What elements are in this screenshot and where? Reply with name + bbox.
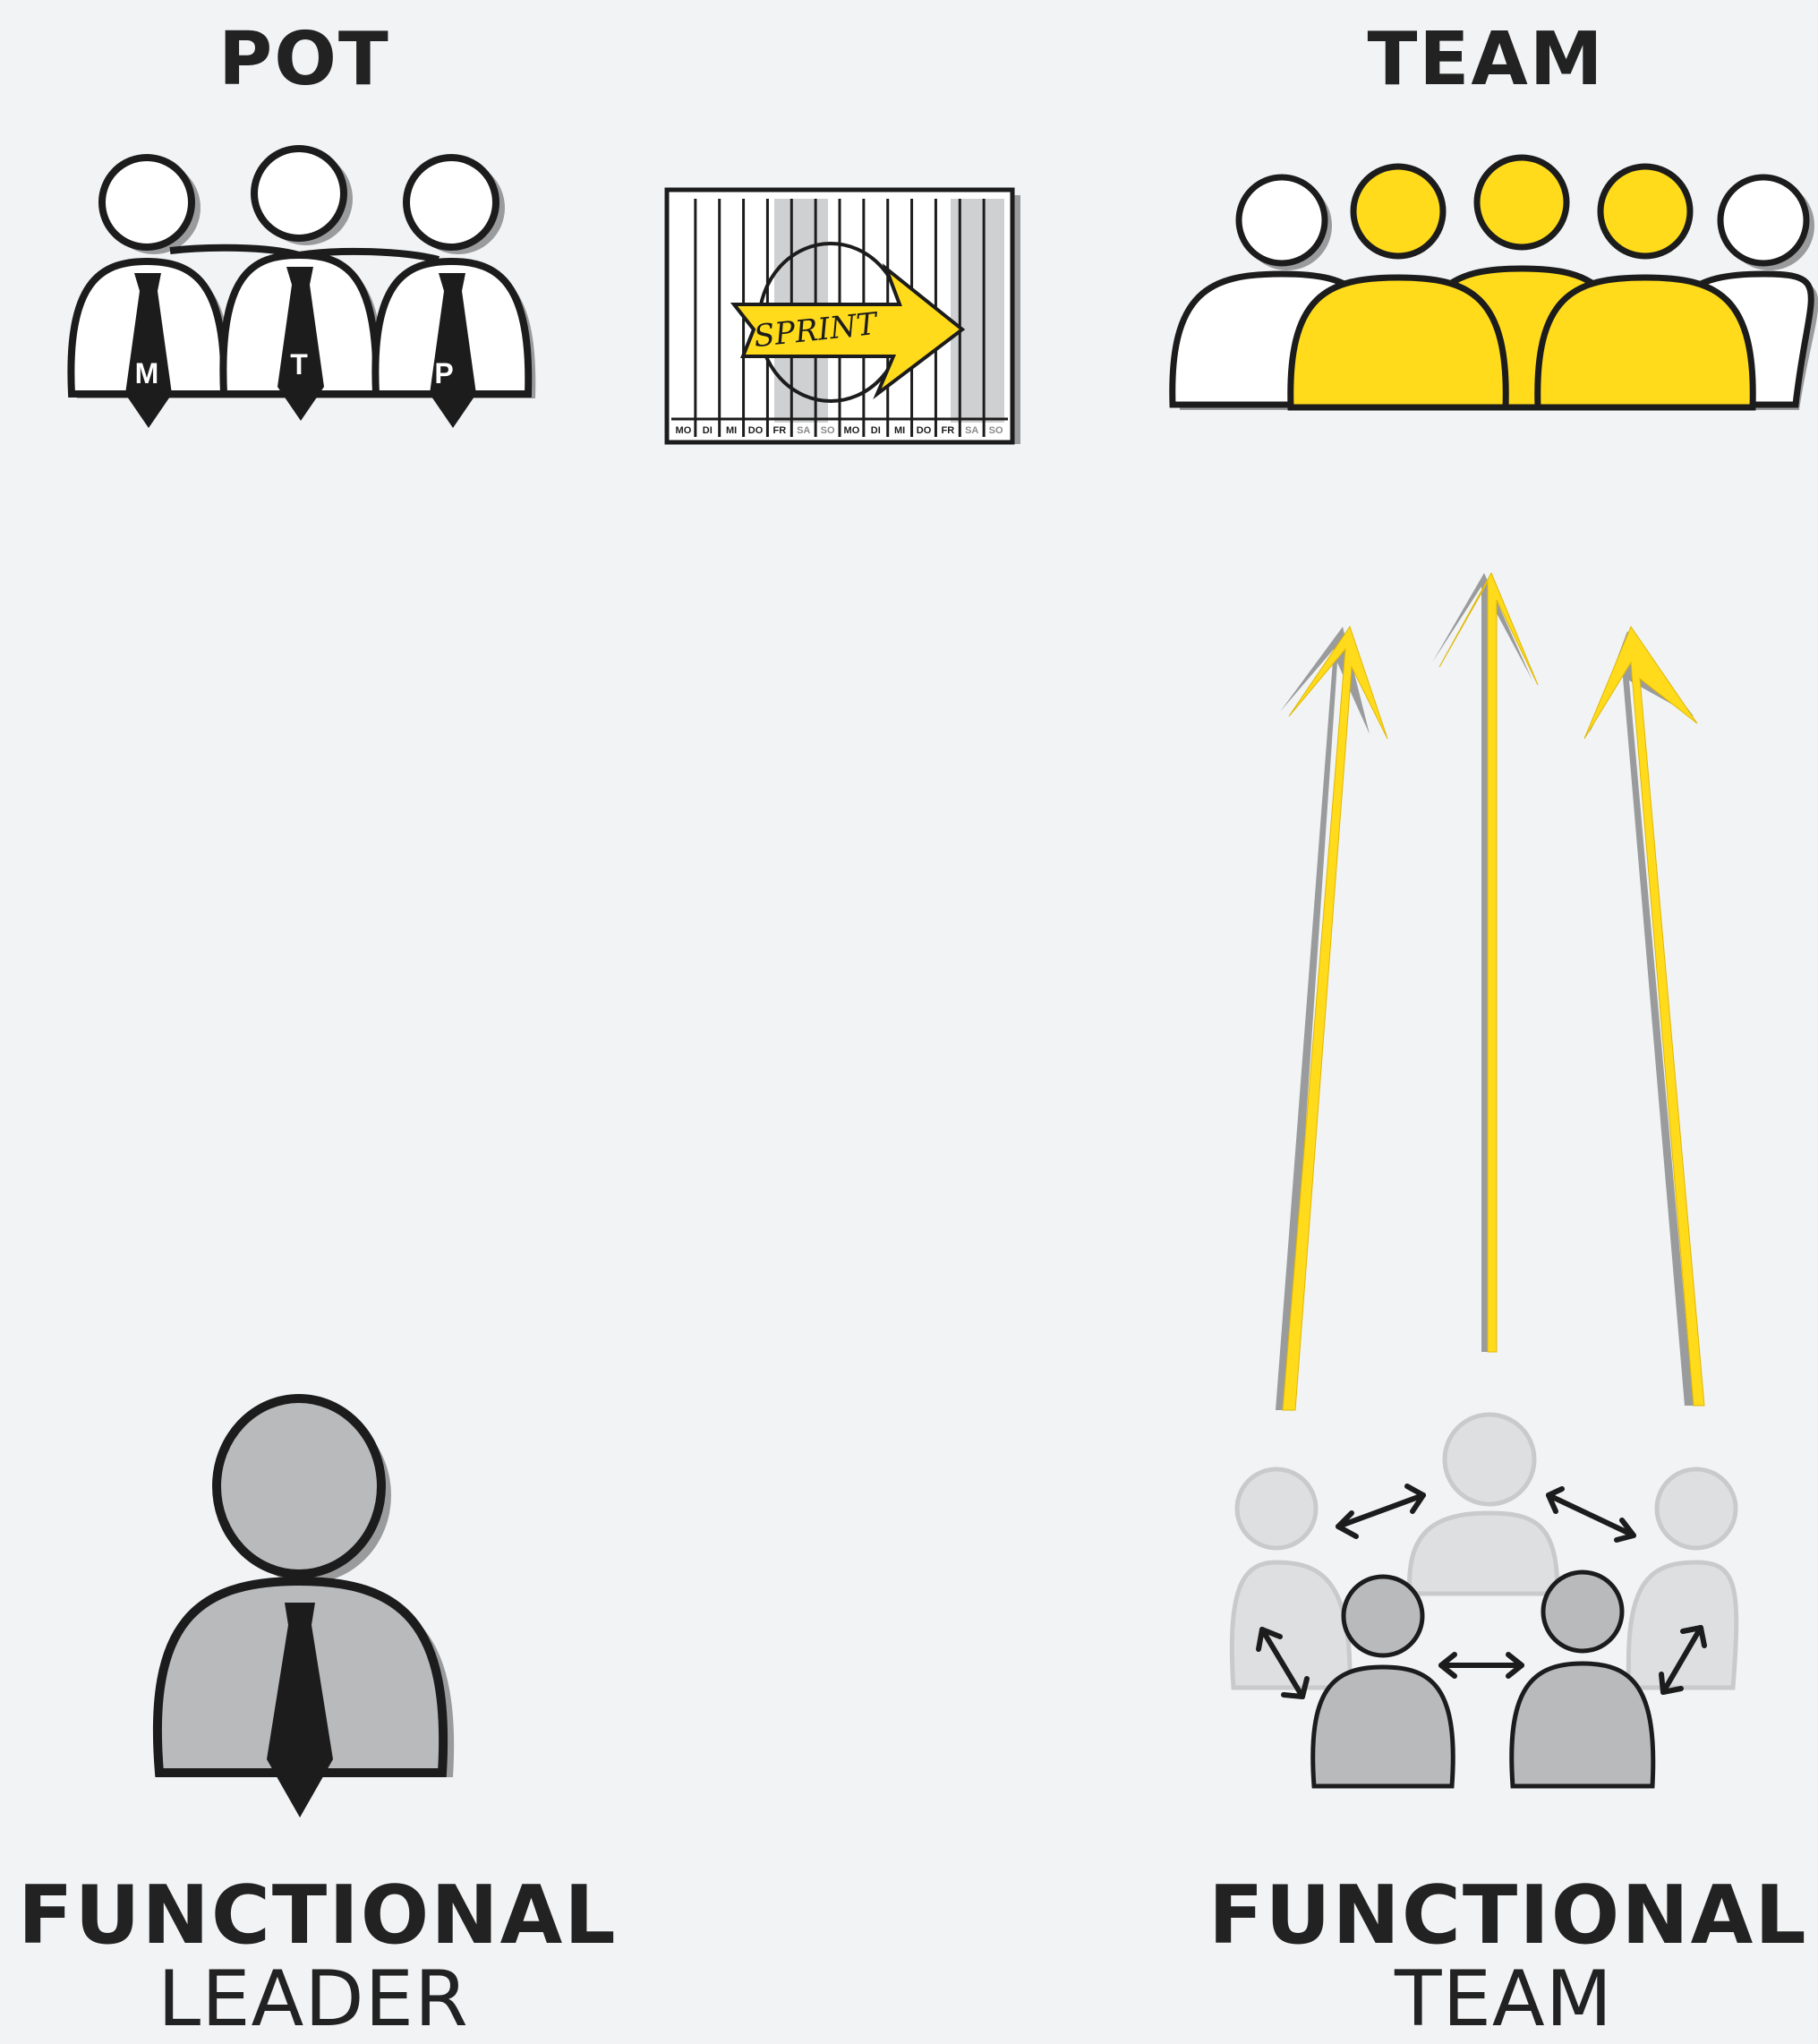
tie-t <box>277 267 324 421</box>
collaboration-arrows <box>1256 1484 1707 1699</box>
team-member-head-4 <box>1597 163 1694 260</box>
team-member-2 <box>1287 274 1509 411</box>
calendar-day-label: SO <box>989 425 1003 436</box>
functional-leader-subtitle: LEADER <box>158 1954 469 2044</box>
team-title: TEAM <box>1367 17 1605 102</box>
team-member-4 <box>1534 274 1756 411</box>
tie-letter-p: P <box>434 357 453 389</box>
arrow-left <box>1282 625 1388 1411</box>
tie-letter-m: M <box>135 357 159 389</box>
calendar-day-label: FR <box>773 425 787 436</box>
functional-team-title: FUNCTIONAL <box>1208 1869 1808 1963</box>
team-member-head-3 <box>1473 154 1570 251</box>
functional-leader-icon <box>152 1394 455 1817</box>
leader-tie <box>267 1603 333 1817</box>
functional-team-icon <box>1229 1412 1739 1789</box>
calendar-day-label: SO <box>821 425 835 436</box>
pot-title: POT <box>218 17 390 102</box>
calendar-day-label: DO <box>748 425 764 436</box>
arrow-right <box>1583 625 1705 1407</box>
tie-p <box>430 273 476 428</box>
calendar-day-label: FR <box>942 425 955 436</box>
team-member-head-2 <box>1350 163 1447 260</box>
functional-leader-title: FUNCTIONAL <box>18 1869 618 1963</box>
tie-m <box>125 273 172 428</box>
tie-letter-t: T <box>290 348 308 381</box>
team-member-head-5 <box>1717 174 1810 267</box>
pot-icon: M T P <box>67 145 536 428</box>
sprint-arrow <box>730 262 966 400</box>
calendar-day-label: DI <box>871 425 881 436</box>
calendar-day-label: SA <box>797 425 810 436</box>
calendar-day-label: MO <box>844 425 860 436</box>
calendar-day-label: MO <box>676 425 692 436</box>
calendar-day-label: DI <box>703 425 713 436</box>
functional-team-subtitle: TEAM <box>1395 1954 1613 2044</box>
upward-arrows <box>1276 571 1705 1411</box>
calendar-day-label: DO <box>917 425 932 436</box>
team-icon <box>1169 154 1818 411</box>
team-member-head-1 <box>1235 174 1328 267</box>
calendar-day-label: MI <box>894 425 905 436</box>
calendar-day-label: MI <box>726 425 737 436</box>
calendar-day-label: SA <box>965 425 978 436</box>
arrow-middle <box>1438 571 1539 1353</box>
